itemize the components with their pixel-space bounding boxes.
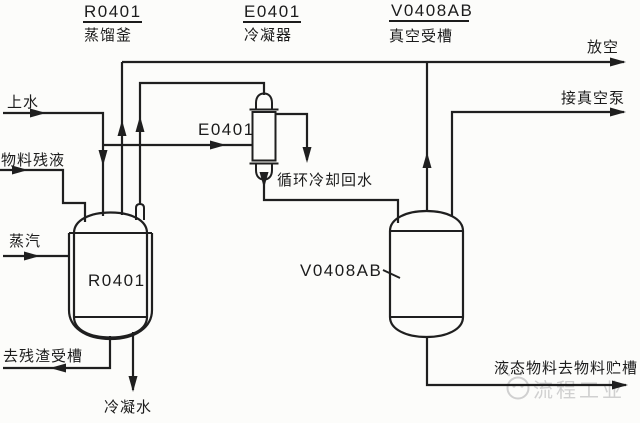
legend-receiver-tag: V0408AB [391, 1, 473, 20]
vapor-arrowhead-icon [135, 116, 145, 132]
residue-feed-arrowhead-icon [12, 165, 28, 175]
residue-out-arrowhead-icon [50, 363, 66, 373]
receiver-shell [388, 209, 465, 339]
stream-label-steam: 蒸汽 [9, 233, 41, 250]
stream-label-vacuum-pump: 接真空泵 [561, 89, 625, 107]
pipe-residue-outlet [3, 336, 112, 370]
legend-receiver-name: 真空受槽 [389, 27, 453, 45]
kettle-vent-arrowhead-icon [117, 120, 127, 136]
watermark-dot-icon [519, 372, 523, 376]
stream-label-cooling-return: 循环冷却回水 [277, 172, 373, 189]
pipe-material-residue-feed [0, 168, 87, 222]
pipe-lines [0, 60, 626, 390]
pipe-to-vacuum-pump [450, 110, 624, 217]
condenser-tag-label: E0401 [198, 120, 255, 139]
steam-arrowhead-icon [24, 251, 40, 261]
condenser-body [251, 111, 277, 162]
kettle-jacket-shell [67, 233, 154, 341]
pipe-cooling-return [276, 112, 309, 160]
equipment-shapes [67, 92, 465, 341]
kettle-tag-label: R0401 [88, 271, 146, 290]
water-down-arrowhead-icon [98, 150, 108, 166]
legend-condenser-name: 冷凝器 [244, 27, 292, 44]
stream-label-residue-tank: 去残渣受槽 [3, 348, 83, 365]
kettle-vessel [67, 202, 154, 341]
stream-label-water-supply: 上水 [7, 94, 39, 111]
watermark-dot-icon [513, 371, 517, 375]
condensate-water-arrowhead-icon [128, 376, 138, 392]
receiver-vessel [382, 209, 465, 339]
stream-label-liquid-storage: 液态物料去物料贮槽 [494, 360, 638, 377]
watermark-dot-icon [507, 373, 511, 377]
legend-kettle-tag: R0401 [84, 2, 142, 21]
receiver-vent-arrowhead-icon [422, 152, 432, 168]
condenser-vessel [249, 92, 279, 181]
kettle-top-nozzle [135, 202, 145, 220]
watermark-text: 流程工业 [533, 379, 625, 402]
cooling-return-arrowhead-icon [302, 147, 312, 163]
vacuum-pump-arrowhead-icon [610, 107, 626, 117]
receiver-label-leader-line [382, 269, 401, 279]
stream-label-condensate-water: 冷凝水 [104, 399, 152, 416]
pipe-liquid-outlet [425, 337, 626, 387]
vent-arrowhead-icon [610, 57, 626, 67]
pipe-vapor-to-condenser [138, 81, 266, 204]
labels: R0401 蒸馏釜 E0401 冷凝器 V0408AB 真空受槽 放空 接真空泵… [1, 1, 638, 416]
condenser-feed-arrowhead-icon [210, 140, 226, 150]
watermark-face-icon [506, 376, 530, 400]
legend-condenser-tag: E0401 [244, 2, 301, 21]
pipe-condensate-to-receiver [262, 179, 400, 223]
condenser-top-cap [255, 92, 273, 110]
receiver-tag-label: V0408AB [300, 261, 382, 280]
flow-arrows [12, 57, 628, 392]
liquid-out-arrowhead-icon [612, 380, 628, 390]
water-supply-arrowhead-icon [30, 108, 46, 118]
stream-label-vent: 放空 [587, 39, 619, 56]
stream-label-material-residue: 物料残液 [1, 152, 65, 169]
condenser-bottom-cap [255, 163, 273, 181]
legend-kettle-name: 蒸馏釜 [84, 27, 132, 44]
